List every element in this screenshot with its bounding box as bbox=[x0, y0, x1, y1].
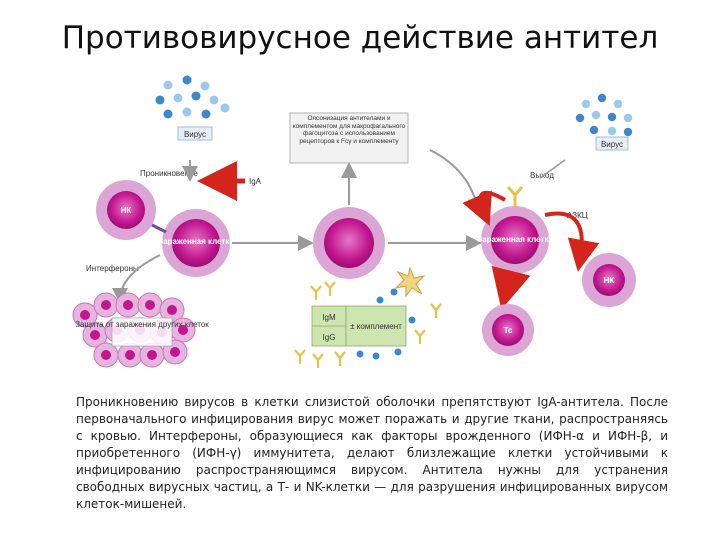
infected-cell-left bbox=[162, 209, 230, 277]
virus-particle bbox=[581, 99, 591, 109]
virus-particle bbox=[163, 109, 173, 119]
virus-particle bbox=[372, 352, 380, 360]
virus-particle bbox=[376, 296, 384, 304]
adcc-label: АЗКЦ bbox=[567, 211, 588, 220]
protected-cell-nucleus bbox=[101, 300, 111, 310]
virus-particle bbox=[173, 93, 183, 103]
protected-cell-nucleus bbox=[123, 300, 133, 310]
nk-cell-right bbox=[582, 253, 636, 307]
protection-label: Защита от заражения других клеток bbox=[75, 320, 209, 329]
iga-label: IgA bbox=[249, 177, 262, 186]
virus-label-left: Вирус bbox=[184, 130, 206, 139]
caption-text: Проникновению вирусов в клетки слизистой… bbox=[76, 395, 668, 511]
virus-label-right: Вирус bbox=[601, 140, 623, 149]
infected-cell-right bbox=[481, 206, 549, 274]
protected-cell-nucleus bbox=[178, 325, 188, 335]
penetration-label: Проникновение bbox=[140, 169, 198, 178]
tc-cell bbox=[482, 304, 534, 356]
protected-cell-nucleus bbox=[167, 305, 177, 315]
virus-particle bbox=[575, 113, 585, 123]
antibody-y bbox=[310, 285, 322, 300]
protected-cell-nucleus bbox=[125, 350, 135, 360]
virus-particle bbox=[155, 95, 165, 105]
virus-particle bbox=[607, 126, 617, 136]
protected-cell-nucleus bbox=[170, 347, 180, 357]
page-title: Противовирусное действие антител bbox=[61, 20, 659, 56]
virus-particle bbox=[623, 113, 633, 123]
virus-particle bbox=[589, 125, 599, 135]
antibody-y bbox=[334, 351, 346, 366]
virus-particles-center bbox=[356, 288, 416, 360]
virus-particle bbox=[191, 91, 201, 101]
antibody-y-right-top bbox=[506, 186, 524, 207]
virus-particle bbox=[182, 107, 192, 117]
virus-particle bbox=[607, 112, 617, 122]
antibody-y bbox=[430, 303, 442, 318]
virus-particle bbox=[220, 103, 230, 113]
virus-particle bbox=[200, 81, 210, 91]
virus-particle bbox=[408, 316, 416, 324]
virus-particle bbox=[209, 95, 219, 105]
virus-cluster-right bbox=[575, 93, 633, 137]
protected-cell-nucleus bbox=[80, 310, 90, 320]
virus-particle bbox=[597, 93, 607, 103]
nk-cell-left bbox=[96, 180, 156, 240]
protected-cell-nucleus bbox=[147, 350, 157, 360]
opsonization-label: Опсонизация антителами и комплементом дл… bbox=[292, 115, 406, 145]
virus-particle bbox=[613, 99, 623, 109]
protected-cell-nucleus bbox=[101, 350, 111, 360]
infected-label-left: Зараженная клетка bbox=[158, 237, 234, 246]
infected-label-right: Зараженная клетка bbox=[477, 235, 553, 244]
macrophage-star bbox=[394, 266, 426, 298]
release-label: Выход bbox=[530, 171, 554, 180]
nk-label-left: НК bbox=[121, 206, 132, 215]
virus-cluster-left bbox=[155, 75, 230, 119]
antibody-y bbox=[414, 329, 426, 344]
center-infected-cell bbox=[313, 207, 385, 279]
virus-particle bbox=[182, 75, 192, 85]
virus-particle bbox=[623, 127, 633, 137]
antibody-molecules bbox=[294, 281, 442, 368]
antiviral-diagram: Вирус Вирус Проникновение IgA НК Заражен… bbox=[72, 75, 636, 368]
complement-label: ± комплемент bbox=[350, 322, 402, 331]
virus-particle bbox=[201, 109, 211, 119]
virus-particle bbox=[163, 80, 173, 90]
tc-label: Tc bbox=[504, 326, 513, 335]
antibody-y bbox=[324, 281, 336, 296]
interferons-label: Интерфероны bbox=[86, 264, 139, 273]
igg-label: IgG bbox=[323, 333, 336, 342]
antibody-y bbox=[312, 353, 324, 368]
protected-cell-nucleus bbox=[145, 300, 155, 310]
igm-label: IgM bbox=[322, 313, 336, 322]
virus-particle bbox=[390, 288, 398, 296]
antibody-y bbox=[294, 349, 306, 364]
nk-label-right: НК bbox=[604, 276, 615, 285]
protected-cell-nucleus bbox=[90, 330, 100, 340]
virus-particle bbox=[394, 348, 402, 356]
virus-particle bbox=[591, 110, 601, 120]
virus-particle bbox=[356, 350, 364, 358]
